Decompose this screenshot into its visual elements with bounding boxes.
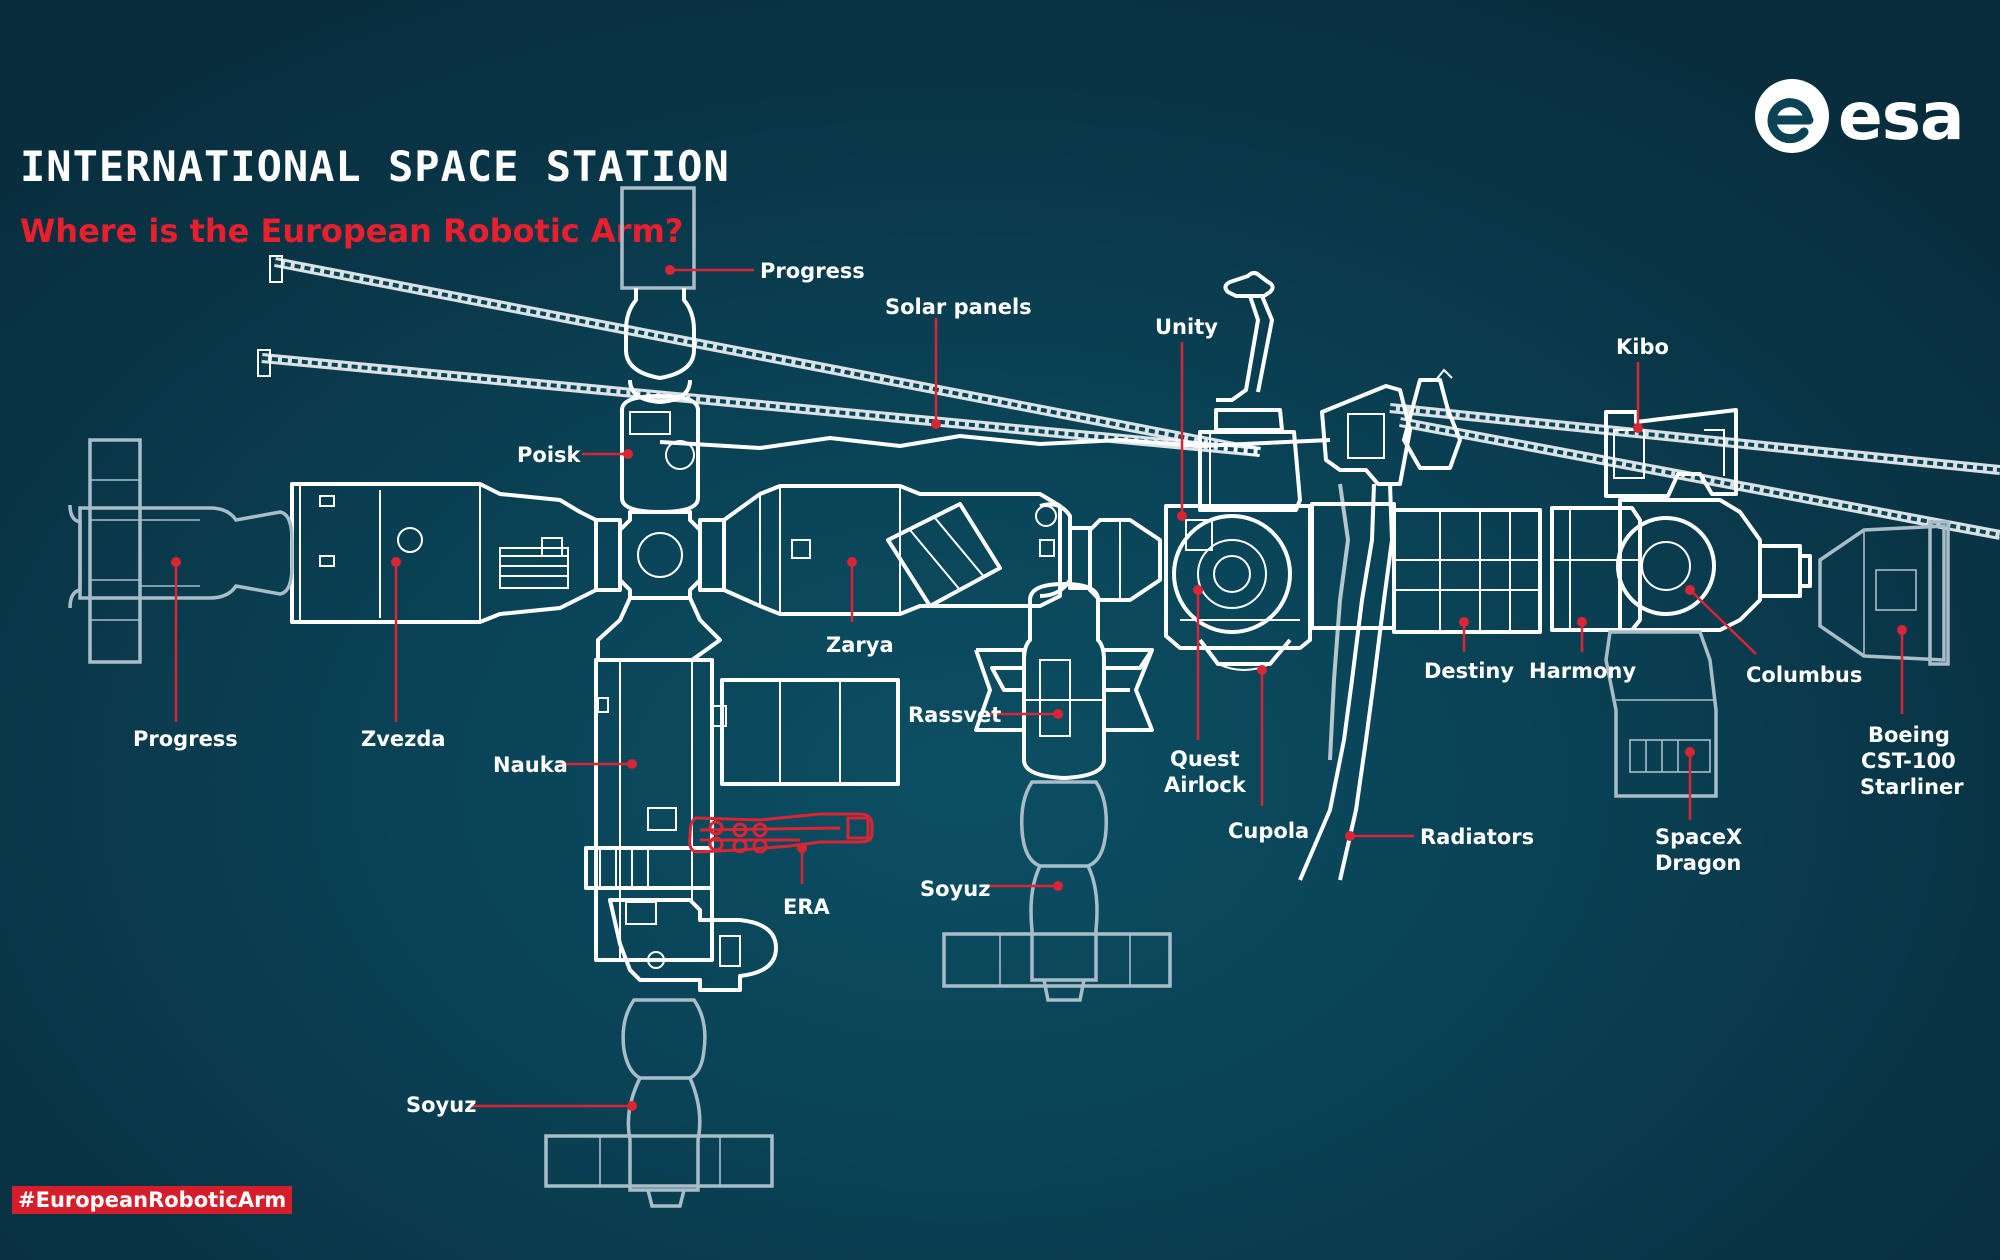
zarya-module bbox=[722, 484, 1072, 616]
esa-logo: esa bbox=[1752, 76, 1965, 156]
diagram-title: INTERNATIONAL SPACE STATION bbox=[20, 142, 730, 191]
label-columbus: Columbus bbox=[1746, 663, 1862, 687]
label-quest: Quest bbox=[1170, 747, 1240, 771]
label-airlock: Airlock bbox=[1164, 773, 1247, 797]
label-zvezda: Zvezda bbox=[361, 727, 446, 751]
label-cupola: Cupola bbox=[1228, 819, 1309, 843]
progress-left-module bbox=[68, 438, 294, 664]
soyuz-mid-module bbox=[942, 780, 1172, 1002]
label-progress-top: Progress bbox=[760, 259, 865, 283]
destiny-module bbox=[1310, 502, 1542, 634]
zvezda-module bbox=[290, 482, 598, 624]
label-dragon: Dragon bbox=[1655, 851, 1741, 875]
label-nauka: Nauka bbox=[493, 753, 568, 777]
label-soyuz-bottom: Soyuz bbox=[406, 1093, 476, 1117]
central-node bbox=[594, 510, 726, 600]
label-soyuz-mid: Soyuz bbox=[920, 877, 990, 901]
progress-top-module bbox=[620, 186, 696, 404]
boeing-starliner-module bbox=[1818, 520, 1950, 666]
label-radiators: Radiators bbox=[1420, 825, 1534, 849]
label-cst-100: CST-100 bbox=[1861, 749, 1956, 773]
diagram-subtitle: Where is the European Robotic Arm? bbox=[20, 212, 684, 250]
esa-logo-text: esa bbox=[1838, 77, 1965, 155]
solar-panel-trusses bbox=[257, 255, 2000, 540]
label-solar-panels: Solar panels bbox=[885, 295, 1032, 319]
label-spacex: SpaceX bbox=[1655, 825, 1742, 849]
label-kibo: Kibo bbox=[1616, 335, 1669, 359]
columbus-module bbox=[1616, 498, 1812, 632]
leader-lines bbox=[171, 265, 1907, 1111]
radiators bbox=[1298, 483, 1394, 881]
connector-pma bbox=[1068, 518, 1162, 602]
label-progress-left: Progress bbox=[133, 727, 238, 751]
hashtag-badge: #EuropeanRoboticArm bbox=[12, 1186, 293, 1214]
quest-airlock-module bbox=[1164, 504, 1312, 650]
label-boeing: Boeing bbox=[1868, 723, 1950, 747]
label-unity: Unity bbox=[1155, 315, 1218, 339]
poisk-module bbox=[620, 394, 700, 514]
label-zarya: Zarya bbox=[826, 633, 894, 657]
unity-node bbox=[1198, 271, 1302, 512]
spacex-dragon-module bbox=[1604, 630, 1718, 798]
esa-e-icon bbox=[1755, 79, 1829, 153]
cupola-module bbox=[1198, 638, 1292, 671]
era-robotic-arm bbox=[688, 812, 874, 854]
label-era: ERA bbox=[783, 895, 831, 919]
rassvet-module bbox=[974, 582, 1154, 780]
harmony-node bbox=[1550, 506, 1642, 632]
kibo-module bbox=[1604, 408, 1738, 498]
soyuz-bottom-module bbox=[544, 998, 774, 1208]
label-harmony: Harmony bbox=[1529, 659, 1636, 683]
label-destiny: Destiny bbox=[1424, 659, 1514, 683]
truss-segment bbox=[1320, 368, 1462, 486]
label-starliner: Starliner bbox=[1860, 775, 1964, 799]
component-labels: Progress Solar panels Unity Kibo Poisk P… bbox=[133, 259, 1964, 1117]
nauka-module bbox=[584, 597, 900, 962]
prichal-node bbox=[608, 898, 778, 992]
label-rassvet: Rassvet bbox=[908, 703, 1001, 727]
label-poisk: Poisk bbox=[517, 443, 582, 467]
